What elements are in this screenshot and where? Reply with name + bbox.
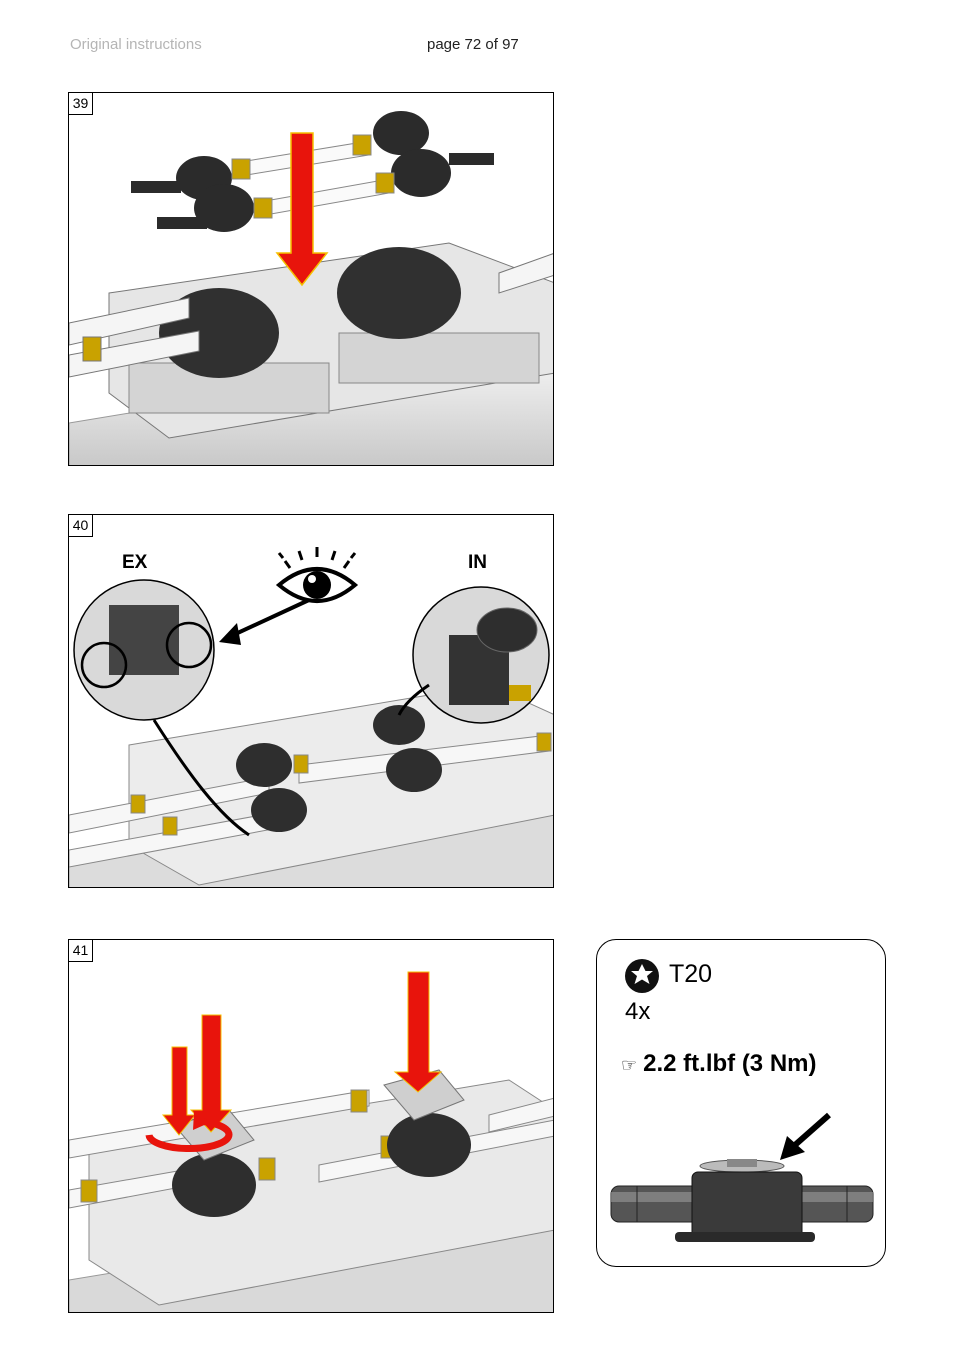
label-intake: IN bbox=[468, 552, 487, 573]
torque-spec: ☞2.2 ft.lbf (3 Nm) bbox=[621, 1050, 816, 1078]
quantity: 4x bbox=[625, 998, 651, 1025]
press-arrow-1 bbox=[161, 1046, 197, 1136]
bit-size: T20 bbox=[669, 960, 713, 988]
press-arrow-2 bbox=[189, 1014, 233, 1133]
step-number: 41 bbox=[69, 940, 93, 962]
step-number: 40 bbox=[69, 515, 93, 537]
step-41-illustration bbox=[69, 971, 553, 1312]
step-39-figure: 39 bbox=[68, 92, 554, 466]
step-39-illustration bbox=[69, 111, 553, 465]
torque-value: 2.2 ft.lbf (3 Nm) bbox=[643, 1050, 817, 1077]
rotate-arrow-icon bbox=[145, 1112, 233, 1153]
tool-specification-box: T20 4x ☞2.2 ft.lbf (3 Nm) bbox=[596, 939, 886, 1267]
pointer-arrow bbox=[780, 1136, 805, 1160]
detail-callout-exhaust bbox=[73, 579, 215, 721]
header-document-type: Original instructions bbox=[70, 36, 202, 53]
detail-callout-intake bbox=[412, 586, 550, 724]
step-number: 39 bbox=[69, 93, 93, 115]
pointing-hand-icon: ☞ bbox=[621, 1055, 638, 1076]
label-exhaust: EX bbox=[122, 552, 148, 573]
valve-part-illustration bbox=[610, 1159, 874, 1242]
press-arrow-3 bbox=[393, 971, 443, 1093]
step-40-illustration bbox=[69, 547, 553, 887]
tool-illustrations bbox=[610, 959, 874, 1242]
header-page-number: page 72 of 97 bbox=[427, 36, 519, 53]
eye-icon bbox=[275, 547, 359, 603]
look-arrow bbox=[219, 623, 241, 645]
insert-arrow bbox=[275, 132, 329, 287]
step-40-figure: 40 EX IN bbox=[68, 514, 554, 888]
torx-star-icon bbox=[625, 959, 659, 993]
step-41-figure: 41 bbox=[68, 939, 554, 1313]
valve-seat-right bbox=[337, 247, 461, 339]
